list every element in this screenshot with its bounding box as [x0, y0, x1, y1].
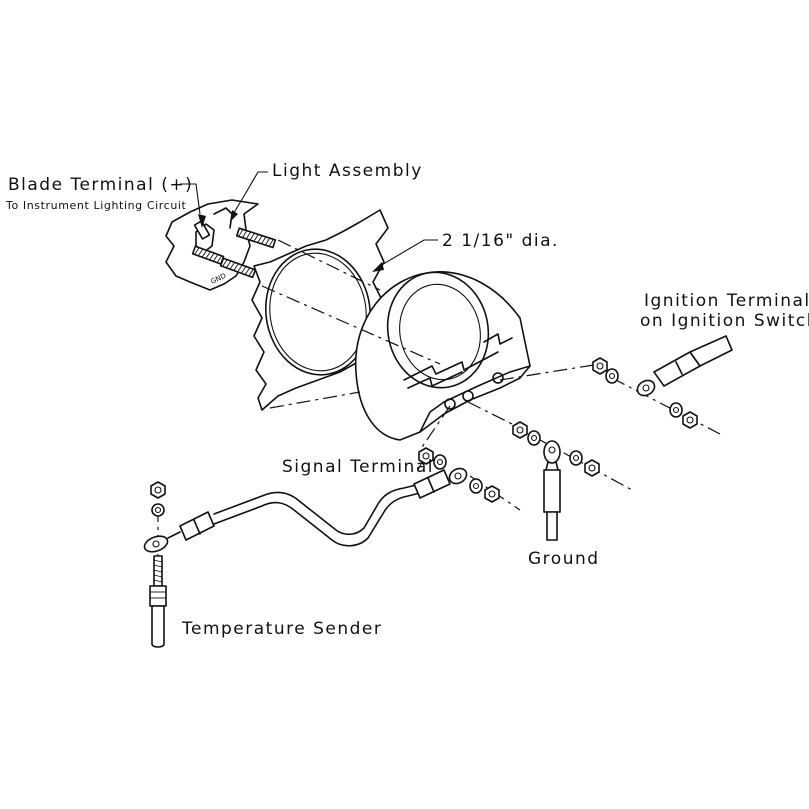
leader-lines [180, 171, 438, 471]
signal-terminal-label: Signal Terminal [282, 457, 434, 477]
ignition-switch-label: on Ignition Switch [640, 311, 809, 331]
gauge-housing [354, 271, 531, 441]
blade-terminal-label: Blade Terminal (+) [8, 175, 193, 195]
light-assembly: GND [165, 199, 259, 291]
ignition-wire [636, 335, 733, 397]
ignition-hardware [592, 357, 698, 429]
temperature-sender [149, 481, 167, 648]
mounting-studs [191, 227, 277, 279]
blade-terminal-sublabel: To Instrument Lighting Circuit [5, 199, 187, 212]
sender-wire [143, 469, 451, 553]
signal-hardware [418, 447, 500, 503]
ignition-terminal-label: Ignition Terminal [644, 291, 809, 311]
temperature-sender-label: Temperature Sender [181, 619, 382, 639]
light-assembly-label: Light Assembly [272, 161, 423, 181]
diameter-label: 2 1/16" dia. [442, 231, 559, 251]
dash-panel [251, 209, 389, 411]
ground-hardware [512, 421, 600, 541]
ground-label: Ground [528, 549, 600, 569]
